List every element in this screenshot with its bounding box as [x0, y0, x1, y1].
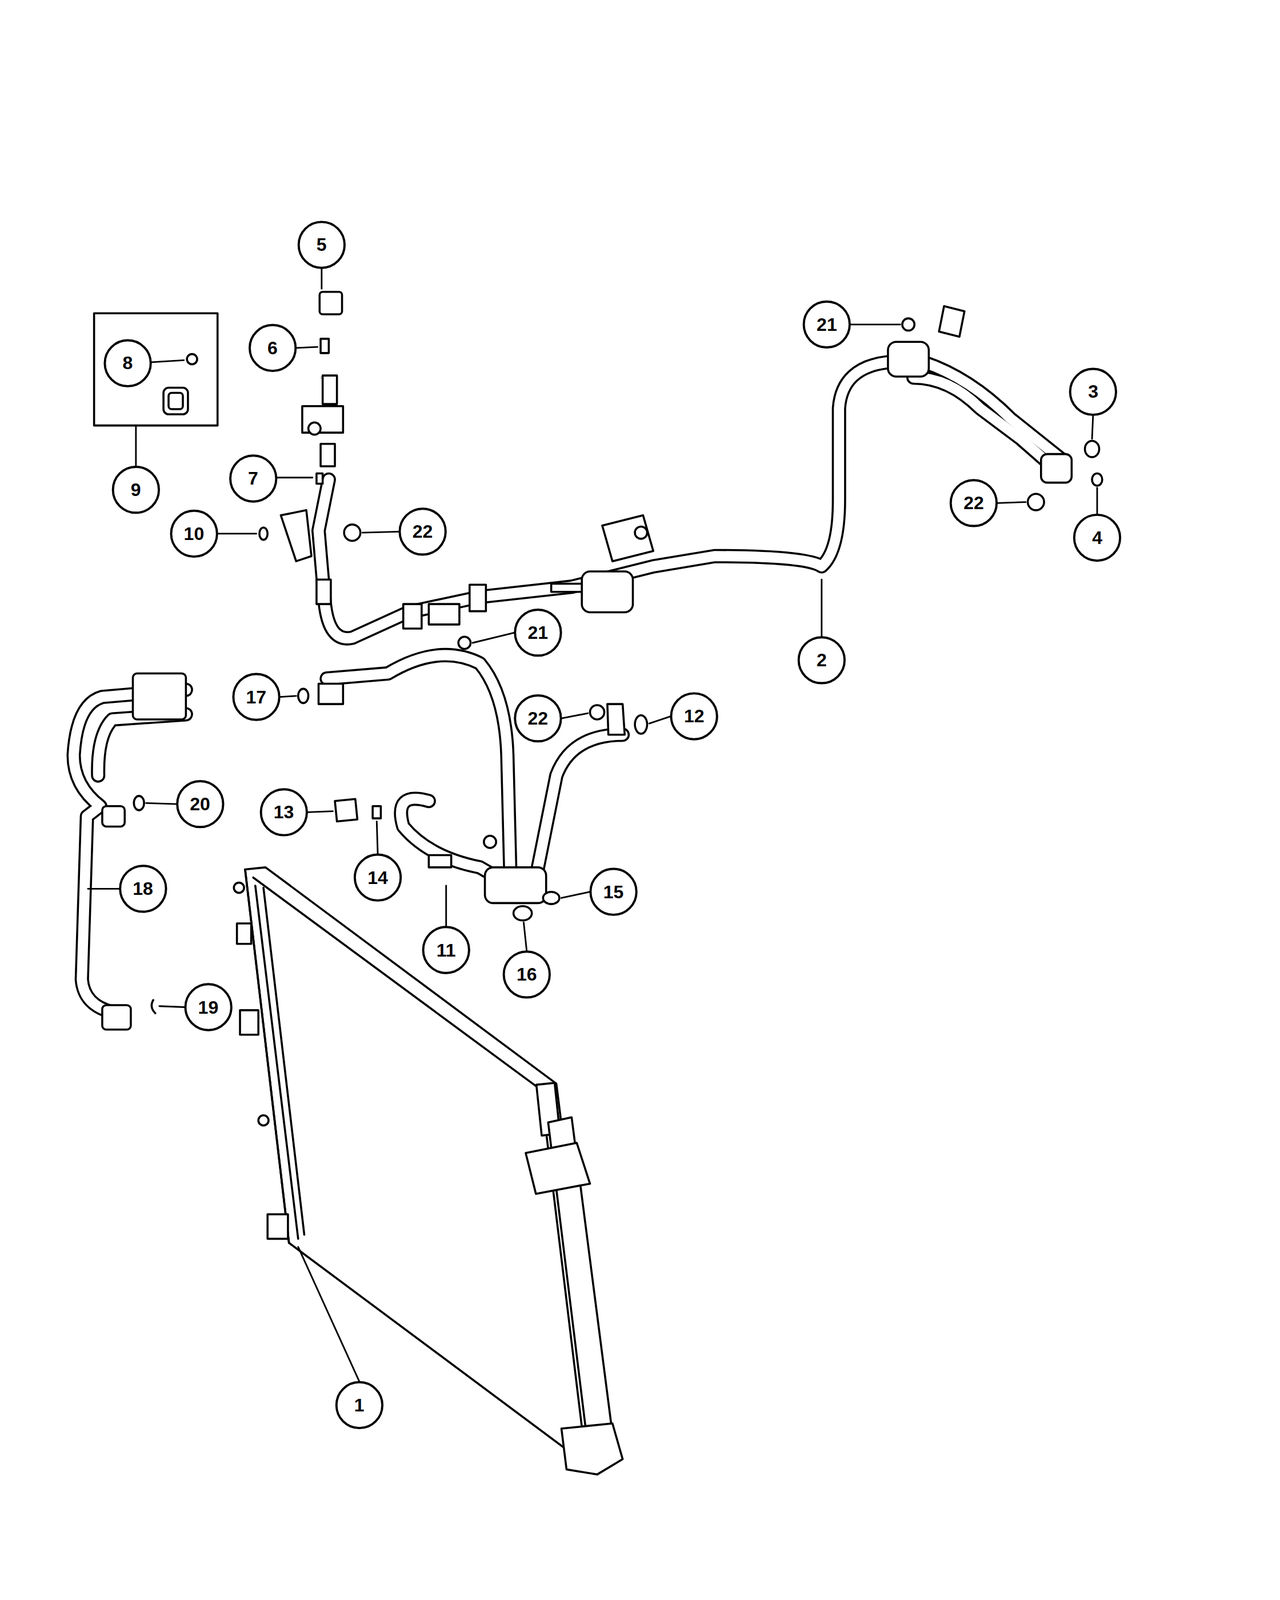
- callout-circle: [354, 854, 401, 901]
- callout-number: 6: [249, 325, 296, 371]
- callout-circle: [514, 609, 561, 656]
- callout-number: 3: [1070, 369, 1116, 415]
- callout-text: 2: [816, 649, 827, 671]
- callout-circle: [249, 325, 296, 371]
- callout-text: 7: [248, 468, 259, 490]
- callout-text: 20: [189, 793, 211, 815]
- callout-circle: [298, 221, 345, 268]
- callout-circle: [113, 466, 159, 513]
- callout-text: 8: [122, 352, 133, 374]
- callout-number: 12: [671, 693, 718, 740]
- callout-number: 22: [400, 509, 446, 555]
- callout-circle: [798, 637, 845, 683]
- callout-number: 15: [590, 869, 637, 915]
- hose-outline: [73, 357, 1062, 1012]
- callout-text: 11: [436, 940, 456, 962]
- callout-circle: [170, 510, 217, 557]
- condenser: [233, 867, 623, 1475]
- callout-text: 16: [516, 964, 538, 986]
- callout-circle: [230, 455, 276, 502]
- callout-number: 10: [170, 510, 217, 557]
- callout-text: 3: [1088, 381, 1099, 403]
- fittings: [102, 292, 1103, 1030]
- callout-number: 4: [1074, 514, 1120, 561]
- callout-circle: [104, 340, 151, 387]
- callout-circle: [423, 926, 470, 973]
- callout-circle: [233, 673, 279, 720]
- callout-number: 1: [336, 1382, 383, 1429]
- callout-circle: [804, 301, 850, 348]
- hose-fill: [73, 357, 1062, 1012]
- callout-circle: [185, 984, 231, 1030]
- switch-group-box: [94, 313, 218, 426]
- callout-number: 22: [514, 696, 561, 742]
- callout-number: 21: [514, 609, 561, 656]
- callout-circles: [104, 221, 1120, 1428]
- callout-text: 15: [603, 881, 624, 903]
- callout-text: 21: [528, 622, 549, 644]
- callout-circle: [590, 869, 636, 915]
- callout-circle: [950, 480, 997, 526]
- callout-text: 13: [273, 801, 295, 823]
- callout-circle: [1070, 369, 1116, 415]
- callout-number: 2: [798, 637, 845, 684]
- callout-number: 19: [185, 984, 231, 1031]
- callout-circle: [1074, 514, 1120, 561]
- callout-number: 8: [104, 340, 151, 387]
- callout-text: 4: [1092, 527, 1103, 549]
- callout-number: 20: [177, 781, 223, 828]
- callout-text: 22: [412, 521, 434, 543]
- callout-text: 14: [367, 867, 388, 889]
- callout-number: 7: [230, 456, 276, 502]
- callout-number: 21: [804, 301, 850, 348]
- callout-number: 14: [354, 854, 401, 901]
- callout-number: 18: [120, 866, 166, 912]
- callout-circle: [261, 789, 307, 835]
- callout-circle: [336, 1382, 383, 1428]
- callout-number: 5: [298, 222, 345, 268]
- callout-circle: [399, 508, 446, 555]
- callout-text: 1: [354, 1394, 365, 1416]
- callout-number: 17: [233, 674, 279, 720]
- callout-circle: [177, 781, 223, 827]
- callout-number: 11: [423, 927, 470, 974]
- callout-circle: [120, 865, 166, 912]
- callout-text: 18: [132, 878, 154, 900]
- callout-circle: [504, 951, 550, 998]
- callout-circle: [514, 695, 561, 742]
- callout-text: 19: [198, 997, 219, 1019]
- callout-text: 22: [528, 708, 549, 730]
- callout-number: 16: [504, 952, 550, 998]
- callout-text: 10: [184, 523, 205, 545]
- callout-circle: [670, 693, 717, 739]
- callout-text: 6: [267, 337, 278, 359]
- callout-text: 9: [130, 479, 142, 501]
- callout-number: 9: [113, 466, 159, 513]
- callout-text: 21: [816, 314, 838, 336]
- leader-lines: [88, 268, 1098, 1382]
- callout-text: 5: [316, 234, 327, 256]
- callout-number: 22: [950, 480, 997, 527]
- callout-number: 13: [261, 789, 307, 836]
- callout-text: 12: [684, 705, 705, 727]
- callout-text: 17: [246, 686, 267, 708]
- callout-text: 22: [963, 492, 984, 514]
